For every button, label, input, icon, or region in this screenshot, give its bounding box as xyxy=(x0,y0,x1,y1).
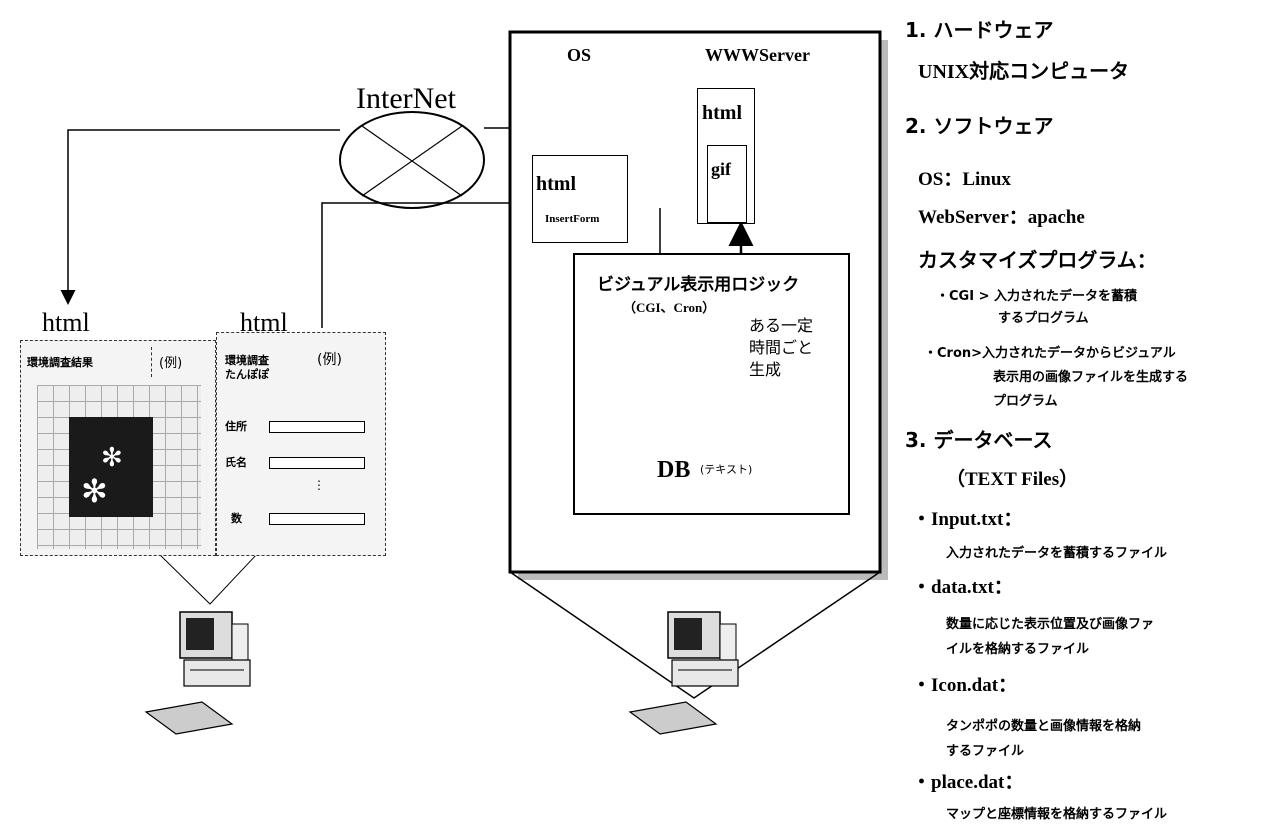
hardware-heading: 1. ハードウェア xyxy=(905,18,1054,42)
www-server-label: WWWServer xyxy=(705,45,810,65)
os-item: OS：Linux xyxy=(918,169,1011,190)
gif-label: gif xyxy=(711,159,731,179)
server-computer-icon xyxy=(628,611,739,735)
link-internet-result xyxy=(60,129,340,305)
client-computer-icon xyxy=(144,611,251,735)
insert-form-name: InsertForm xyxy=(545,213,600,225)
server-html-label: html xyxy=(702,102,742,124)
cgi-line-2: するプログラム xyxy=(998,311,1089,326)
address-field[interactable] xyxy=(269,421,365,433)
result-html-label: html xyxy=(42,308,90,337)
form-example: (例) xyxy=(317,352,342,368)
hardware-item: UNIX対応コンピュータ xyxy=(918,61,1130,83)
link-form-server xyxy=(321,195,531,328)
result-page: 環境調査結果 (例) ✻ ✻ xyxy=(20,340,216,556)
field-count-label: 数 xyxy=(231,512,242,525)
file-data-desc-2: イルを格納するファイル xyxy=(946,642,1090,657)
logic-box: ビジュアル表示用ロジック （CGI、Cron） ある一定 時間ごと 生成 xyxy=(573,253,850,515)
name-field[interactable] xyxy=(269,457,365,469)
form-title-1: 環境調査 xyxy=(225,354,269,367)
timer-line-3: 生成 xyxy=(749,360,782,379)
logic-title: ビジュアル表示用ロジック xyxy=(597,275,800,295)
file-icon-desc-2: するファイル xyxy=(946,744,1025,759)
field-name-label: 氏名 xyxy=(225,456,247,469)
file-place-name: ・place.dat： xyxy=(912,772,1024,793)
flower-icon-1: ✻ xyxy=(101,443,123,473)
cron-line-2: 表示用の画像ファイルを生成する xyxy=(993,370,1189,385)
gif-box: gif xyxy=(707,145,747,223)
custom-program-heading: カスタマイズプログラム： xyxy=(918,248,1157,272)
flower-icon-2: ✻ xyxy=(81,472,108,510)
cron-line-3: プログラム xyxy=(993,394,1058,409)
server-callout xyxy=(509,571,881,699)
timer-line-2: 時間ごと xyxy=(749,338,814,357)
file-input-desc: 入力されたデータを蓄積するファイル xyxy=(946,546,1168,561)
internet-label: InterNet xyxy=(356,82,456,115)
internet-ellipse xyxy=(339,111,485,209)
insert-form-box: html InsertForm xyxy=(532,155,628,243)
db-sublabel: (テキスト) xyxy=(700,463,753,476)
result-title: 環境調査結果 xyxy=(27,356,93,369)
file-data-name: ・data.txt： xyxy=(912,577,1013,598)
file-icon-name: ・Icon.dat： xyxy=(912,675,1018,696)
field-ellipsis: ⋮ xyxy=(313,478,325,492)
result-example: (例) xyxy=(159,356,183,371)
file-place-desc: マップと座標情報を格納するファイル xyxy=(946,807,1168,822)
software-heading: 2. ソフトウェア xyxy=(905,114,1054,138)
database-heading: 3. データベース xyxy=(905,428,1053,452)
database-subheading: （TEXT Files） xyxy=(946,469,1079,490)
db-label: DB xyxy=(657,457,691,483)
result-divider xyxy=(151,347,153,377)
cgi-line-1: ・CGI > 入力されたデータを蓄積 xyxy=(936,289,1137,304)
form-html-label: html xyxy=(240,308,288,337)
webserver-item: WebServer：apache xyxy=(918,207,1085,228)
internet-cross-b xyxy=(361,125,463,197)
logic-subtitle: （CGI、Cron） xyxy=(623,300,716,315)
field-address-label: 住所 xyxy=(225,420,247,433)
file-icon-desc-1: タンポポの数量と画像情報を格納 xyxy=(946,719,1142,734)
client-callout xyxy=(156,552,260,605)
result-map-grid: ✻ ✻ xyxy=(37,385,201,549)
form-page: 環境調査 (例) たんぽぽ 住所 氏名 ⋮ 数 xyxy=(216,332,386,556)
file-data-desc-1: 数量に応じた表示位置及び画像ファ xyxy=(946,617,1155,632)
form-title-2: たんぽぽ xyxy=(225,368,269,381)
insert-form-html: html xyxy=(536,173,576,195)
cron-line-1: ・Cron>入力されたデータからビジュアル xyxy=(924,346,1176,361)
os-label: OS xyxy=(567,45,592,65)
timer-line-1: ある一定 xyxy=(749,316,814,335)
count-field[interactable] xyxy=(269,513,365,525)
result-map-area xyxy=(69,417,153,517)
file-input-name: ・Input.txt： xyxy=(912,509,1023,530)
